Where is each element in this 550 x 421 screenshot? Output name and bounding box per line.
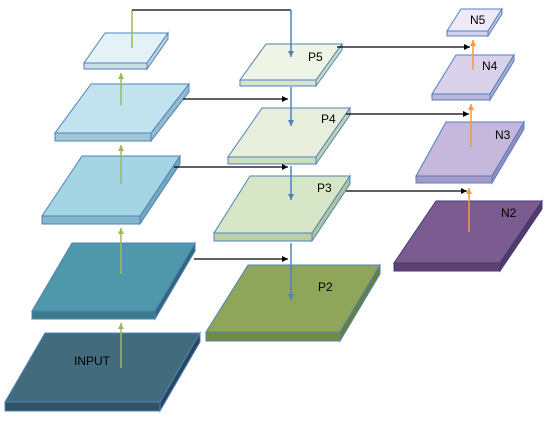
layer-backbone-2 — [31, 241, 196, 321]
layer-backbone-3 — [41, 154, 181, 226]
layer-n4 — [431, 53, 515, 102]
label-n5: N5 — [470, 13, 486, 27]
label-n2: N2 — [501, 206, 517, 220]
layer-n5 — [446, 7, 503, 38]
layer-n2 — [393, 199, 543, 273]
label-p3: P3 — [317, 181, 332, 195]
label-n3: N3 — [495, 128, 511, 142]
layer-input — [4, 331, 201, 413]
layer-p3 — [213, 174, 351, 243]
layer-p5 — [239, 42, 343, 88]
layer-p4 — [227, 106, 351, 166]
label-p2: P2 — [318, 280, 333, 294]
label-input: INPUT — [74, 354, 111, 368]
layer-backbone-4 — [54, 82, 191, 143]
layer-backbone-5 — [83, 31, 169, 71]
label-p4: P4 — [321, 112, 336, 126]
label-n4: N4 — [482, 59, 498, 73]
layer-n3 — [415, 120, 525, 185]
layer-p2 — [205, 263, 381, 343]
label-p5: P5 — [308, 50, 323, 64]
